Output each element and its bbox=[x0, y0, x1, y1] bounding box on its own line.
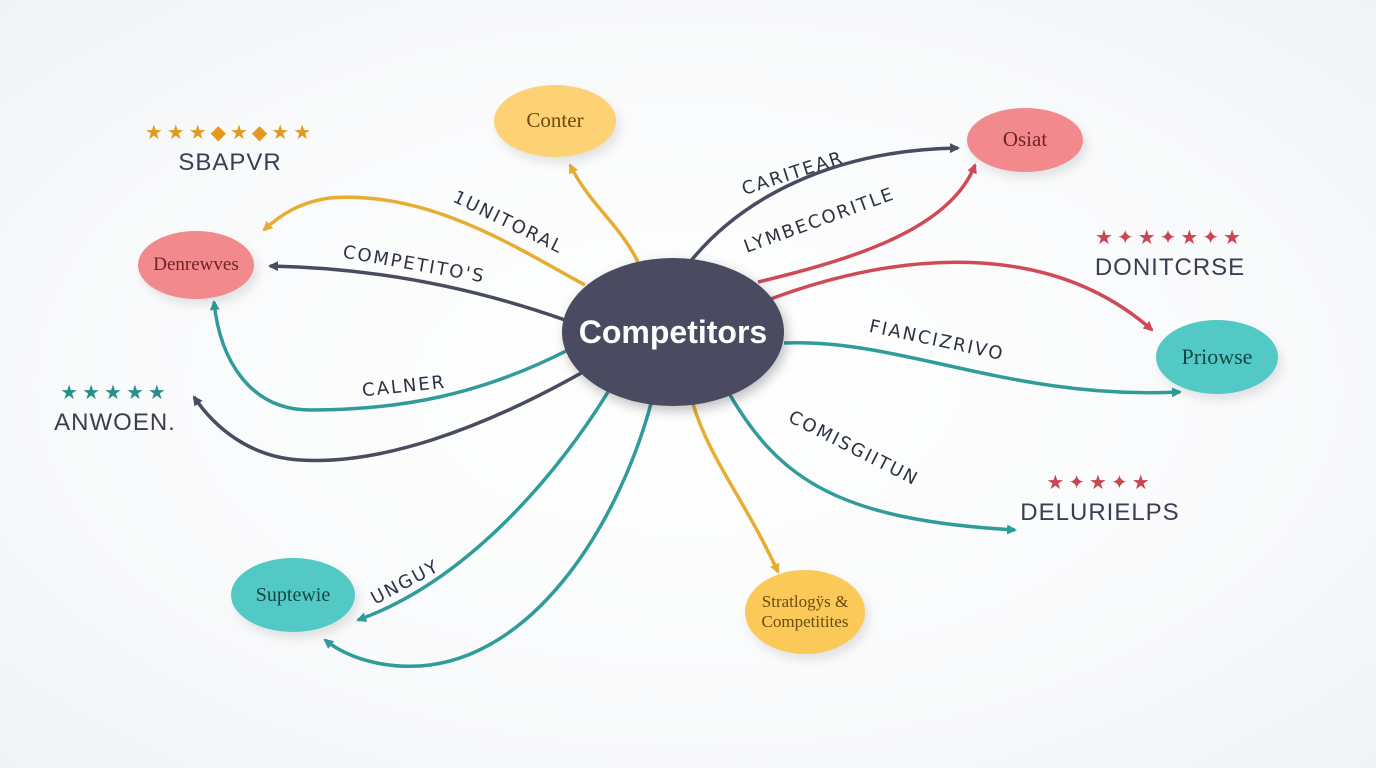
node-priowse-label: Priowse bbox=[1181, 343, 1253, 369]
node-denrewves[interactable]: Denrewves bbox=[138, 231, 254, 299]
edge-to-anwoen bbox=[192, 370, 584, 463]
edge-to-suptewie-lower bbox=[323, 399, 654, 669]
rating-group-label: DONITCRSE bbox=[1094, 254, 1246, 281]
edge-fiancizrivo bbox=[783, 340, 1182, 398]
hub-competitors[interactable]: Competitors bbox=[562, 258, 784, 406]
node-suptewie[interactable]: Suptewie bbox=[231, 558, 355, 632]
edge-unitoral bbox=[262, 195, 586, 287]
node-osiat-label: Osiat bbox=[1002, 127, 1048, 152]
edge-unguy bbox=[356, 391, 610, 623]
node-strategies-line2: Competitites bbox=[761, 612, 849, 631]
node-conter-label: Conter bbox=[526, 108, 584, 133]
edge-to-priowse-red bbox=[767, 260, 1154, 332]
rating-group-anwoen: ★★★★★ ANWOEN. bbox=[40, 380, 190, 437]
node-priowse[interactable]: Priowse bbox=[1156, 320, 1278, 394]
node-denrewves-label: Denrewves bbox=[153, 253, 239, 275]
star-rating-icon: ★★★★★ bbox=[60, 382, 170, 404]
edge-to-conter bbox=[568, 163, 640, 263]
rating-group-donitcrse: ★✦★✦★✦★ DONITCRSE bbox=[1075, 225, 1265, 282]
edge-lymbecoritle bbox=[757, 163, 977, 284]
hub-label: Competitors bbox=[578, 313, 768, 350]
star-rating-icon: ★★★◆★◆★★ bbox=[144, 122, 316, 144]
node-strategies[interactable]: Stratlogÿs & Competitites bbox=[745, 570, 865, 654]
rating-group-label: SBAPVR bbox=[178, 149, 282, 176]
rating-group-label: DELURIELPS bbox=[1020, 499, 1180, 526]
rating-group-sbapvr: ★★★◆★◆★★ SBAPVR bbox=[125, 120, 335, 177]
edge-comisgiitun bbox=[728, 394, 1017, 535]
node-strategies-line1: Stratlogÿs & bbox=[761, 591, 849, 611]
star-rating-icon: ★✦★✦★ bbox=[1046, 472, 1154, 494]
edge-calner bbox=[209, 300, 569, 412]
edge-caritear bbox=[688, 143, 960, 264]
node-suptewie-label: Suptewie bbox=[255, 584, 331, 606]
node-osiat[interactable]: Osiat bbox=[967, 108, 1083, 172]
rating-group-label: ANWOEN. bbox=[54, 409, 176, 436]
node-conter[interactable]: Conter bbox=[494, 85, 616, 157]
star-rating-icon: ★✦★✦★✦★ bbox=[1095, 227, 1245, 249]
edge-to-strategies bbox=[691, 403, 780, 574]
rating-group-delurielps: ★✦★✦★ DELURIELPS bbox=[1020, 470, 1180, 527]
edge-competitos bbox=[268, 261, 566, 322]
